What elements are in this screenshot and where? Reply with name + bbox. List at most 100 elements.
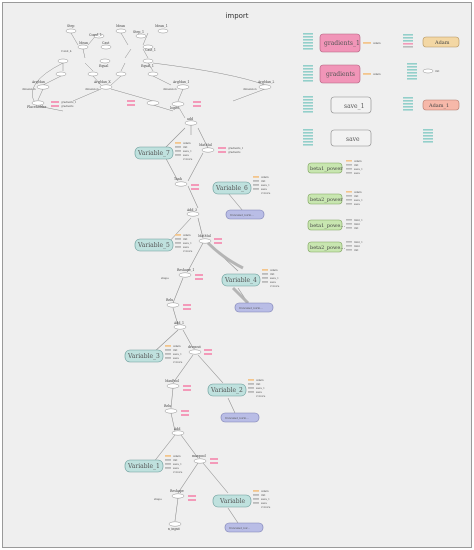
adam-tag-0[interactable]: [253, 490, 259, 492]
gradients-node[interactable]: [319, 64, 361, 84]
graph-svg[interactable]: Step Const_1 Mean Step_1 Mean_1 Mean Con…: [3, 3, 471, 547]
gr1-in-1[interactable]: [303, 33, 313, 35]
s1-in-6[interactable]: [303, 111, 313, 113]
save-tag-0[interactable]: [253, 502, 259, 504]
init-tag-3[interactable]: [165, 349, 171, 351]
cast-node[interactable]: [100, 44, 112, 50]
gradients-tag-mp1[interactable]: [210, 462, 218, 464]
gradients-1-tag-c[interactable]: [193, 101, 201, 103]
a1-in-1[interactable]: [403, 97, 413, 99]
gr1-in-4[interactable]: [303, 42, 313, 44]
truncated-4-node[interactable]: [224, 522, 264, 533]
adam-in-4[interactable]: [403, 43, 413, 45]
gr-out[interactable]: [363, 73, 371, 75]
a1-in-3[interactable]: [403, 103, 413, 105]
gradients-1-tag-mm[interactable]: [218, 147, 226, 149]
save1-tag-0[interactable]: [253, 498, 259, 500]
gr1-in-3[interactable]: [303, 39, 313, 41]
gradients-tag-do[interactable]: [204, 353, 212, 355]
gradients-tag-rs[interactable]: [195, 278, 203, 280]
b1-save1-tag[interactable]: [346, 168, 352, 170]
argmax-2-node[interactable]: [258, 84, 272, 90]
a1-in-5[interactable]: [403, 109, 413, 111]
add-3-node[interactable]: [186, 211, 200, 217]
beta1-powe-node[interactable]: [307, 219, 343, 231]
add-1-node[interactable]: [173, 324, 187, 330]
b2-save-tag[interactable]: [346, 203, 352, 205]
variable-7-node[interactable]: [134, 146, 174, 160]
save-tag-1[interactable]: [165, 467, 171, 469]
ao-2[interactable]: [423, 132, 433, 134]
b2-adam-tag[interactable]: [346, 191, 352, 193]
init-tag-6[interactable]: [253, 180, 259, 182]
save-node[interactable]: [330, 129, 372, 147]
s-in-3[interactable]: [303, 135, 313, 137]
init-in-5[interactable]: [407, 75, 417, 77]
gradients-tag-mm2[interactable]: [214, 242, 222, 244]
gradients-1-tag-mp[interactable]: [183, 385, 191, 387]
b1p-init-tag[interactable]: [346, 227, 352, 229]
s1-in-1[interactable]: [303, 96, 313, 98]
gradients-tag-mm[interactable]: [218, 151, 226, 153]
maxpool-node[interactable]: [166, 383, 180, 389]
matmul-2-node[interactable]: [198, 238, 212, 244]
s1-in-2[interactable]: [303, 99, 313, 101]
init-tag-4[interactable]: [262, 273, 268, 275]
argmax-mid-node[interactable]: [146, 100, 160, 106]
save1-tag-6[interactable]: [253, 184, 259, 186]
adam-tag-5[interactable]: [175, 234, 181, 236]
gradients-1-tag-relu1[interactable]: [181, 410, 189, 412]
relu-node[interactable]: [166, 302, 180, 308]
mean-x-node[interactable]: [77, 44, 89, 50]
const-1-node[interactable]: [93, 33, 105, 39]
b1-save-tag[interactable]: [346, 172, 352, 174]
adam-in-3[interactable]: [403, 40, 413, 42]
gradients-tag-c[interactable]: [193, 105, 201, 107]
init-in-6[interactable]: [407, 78, 417, 80]
gradients-tag-r0[interactable]: [188, 499, 196, 501]
save1-tag-7[interactable]: [175, 150, 181, 152]
b2p-init-tag[interactable]: [346, 249, 352, 251]
gradients-tag-relu1[interactable]: [181, 414, 189, 416]
init-tag-7[interactable]: [175, 146, 181, 148]
init-tag-2[interactable]: [248, 383, 254, 385]
gradients-tag-tanh[interactable]: [191, 188, 199, 190]
variable-5-node[interactable]: [134, 238, 174, 252]
s1-in-3[interactable]: [303, 102, 313, 104]
save1-tag-5[interactable]: [175, 242, 181, 244]
gradients-1-tag-tanh[interactable]: [191, 184, 199, 186]
adam-in-2[interactable]: [403, 37, 413, 39]
step-1-node[interactable]: [135, 33, 147, 39]
variable-1-node[interactable]: [124, 459, 164, 473]
gradients-1-tag-mp1[interactable]: [210, 458, 218, 460]
beta2-power-node[interactable]: [307, 193, 343, 205]
equal-node[interactable]: [99, 58, 111, 64]
save-tag-6[interactable]: [253, 188, 259, 190]
gradients-1-node[interactable]: [319, 33, 361, 53]
maxpool-1-node[interactable]: [193, 458, 207, 464]
truncated-2-node[interactable]: [234, 302, 274, 313]
init-in-2[interactable]: [407, 66, 417, 68]
s1-in-5[interactable]: [303, 108, 313, 110]
gr-in-6[interactable]: [303, 80, 313, 82]
logits-node[interactable]: [171, 101, 185, 107]
gradients-1-tag-relu[interactable]: [183, 304, 191, 306]
save1-tag-3[interactable]: [165, 353, 171, 355]
save-1-node[interactable]: [330, 96, 372, 114]
save1-tag-2[interactable]: [248, 387, 254, 389]
s1-in-4[interactable]: [303, 105, 313, 107]
variable-4-node[interactable]: [221, 273, 261, 287]
argmax-node[interactable]: [36, 84, 50, 90]
save-tag-4[interactable]: [262, 281, 268, 283]
b1p-mini1-tag[interactable]: [346, 219, 352, 221]
mean-node[interactable]: [115, 28, 127, 34]
ao-5[interactable]: [423, 141, 433, 143]
gr1-in-5[interactable]: [303, 45, 313, 47]
x-input-node[interactable]: [168, 521, 182, 527]
adam-tag-4[interactable]: [262, 269, 268, 271]
argmax-c-node[interactable]: [115, 71, 127, 77]
s-in-5[interactable]: [303, 141, 313, 143]
ao-4[interactable]: [423, 138, 433, 140]
gr1-out[interactable]: [363, 42, 371, 44]
